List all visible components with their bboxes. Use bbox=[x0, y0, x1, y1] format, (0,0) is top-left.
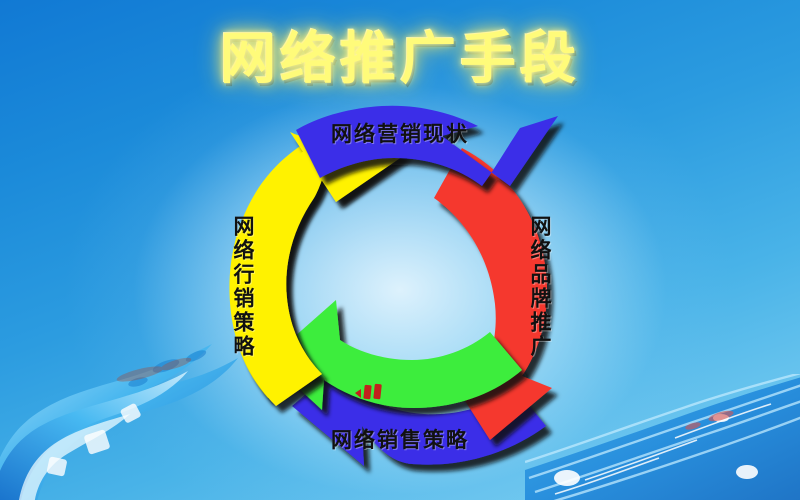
cycle-arrow-blue-shape[interactable] bbox=[296, 105, 558, 186]
cycle-diagram bbox=[229, 105, 558, 466]
cycle-arrow-red[interactable] bbox=[434, 148, 552, 440]
cycle-arrow-yellow-shape[interactable] bbox=[230, 120, 406, 406]
cycle-arrow-green[interactable] bbox=[268, 300, 522, 410]
cycle-segment-bottom[interactable] bbox=[268, 300, 522, 410]
cycle-arrow-blue[interactable] bbox=[292, 358, 546, 466]
cycle-segment-top[interactable] bbox=[292, 358, 546, 466]
red-logo-watermark-icon bbox=[355, 383, 382, 400]
cycle-segment-left-overlay[interactable] bbox=[230, 120, 406, 406]
page-title: 网络推广手段 bbox=[220, 27, 580, 92]
cycle-segment-right[interactable] bbox=[434, 148, 552, 440]
cycle-segment-top-overlay[interactable] bbox=[296, 105, 558, 186]
